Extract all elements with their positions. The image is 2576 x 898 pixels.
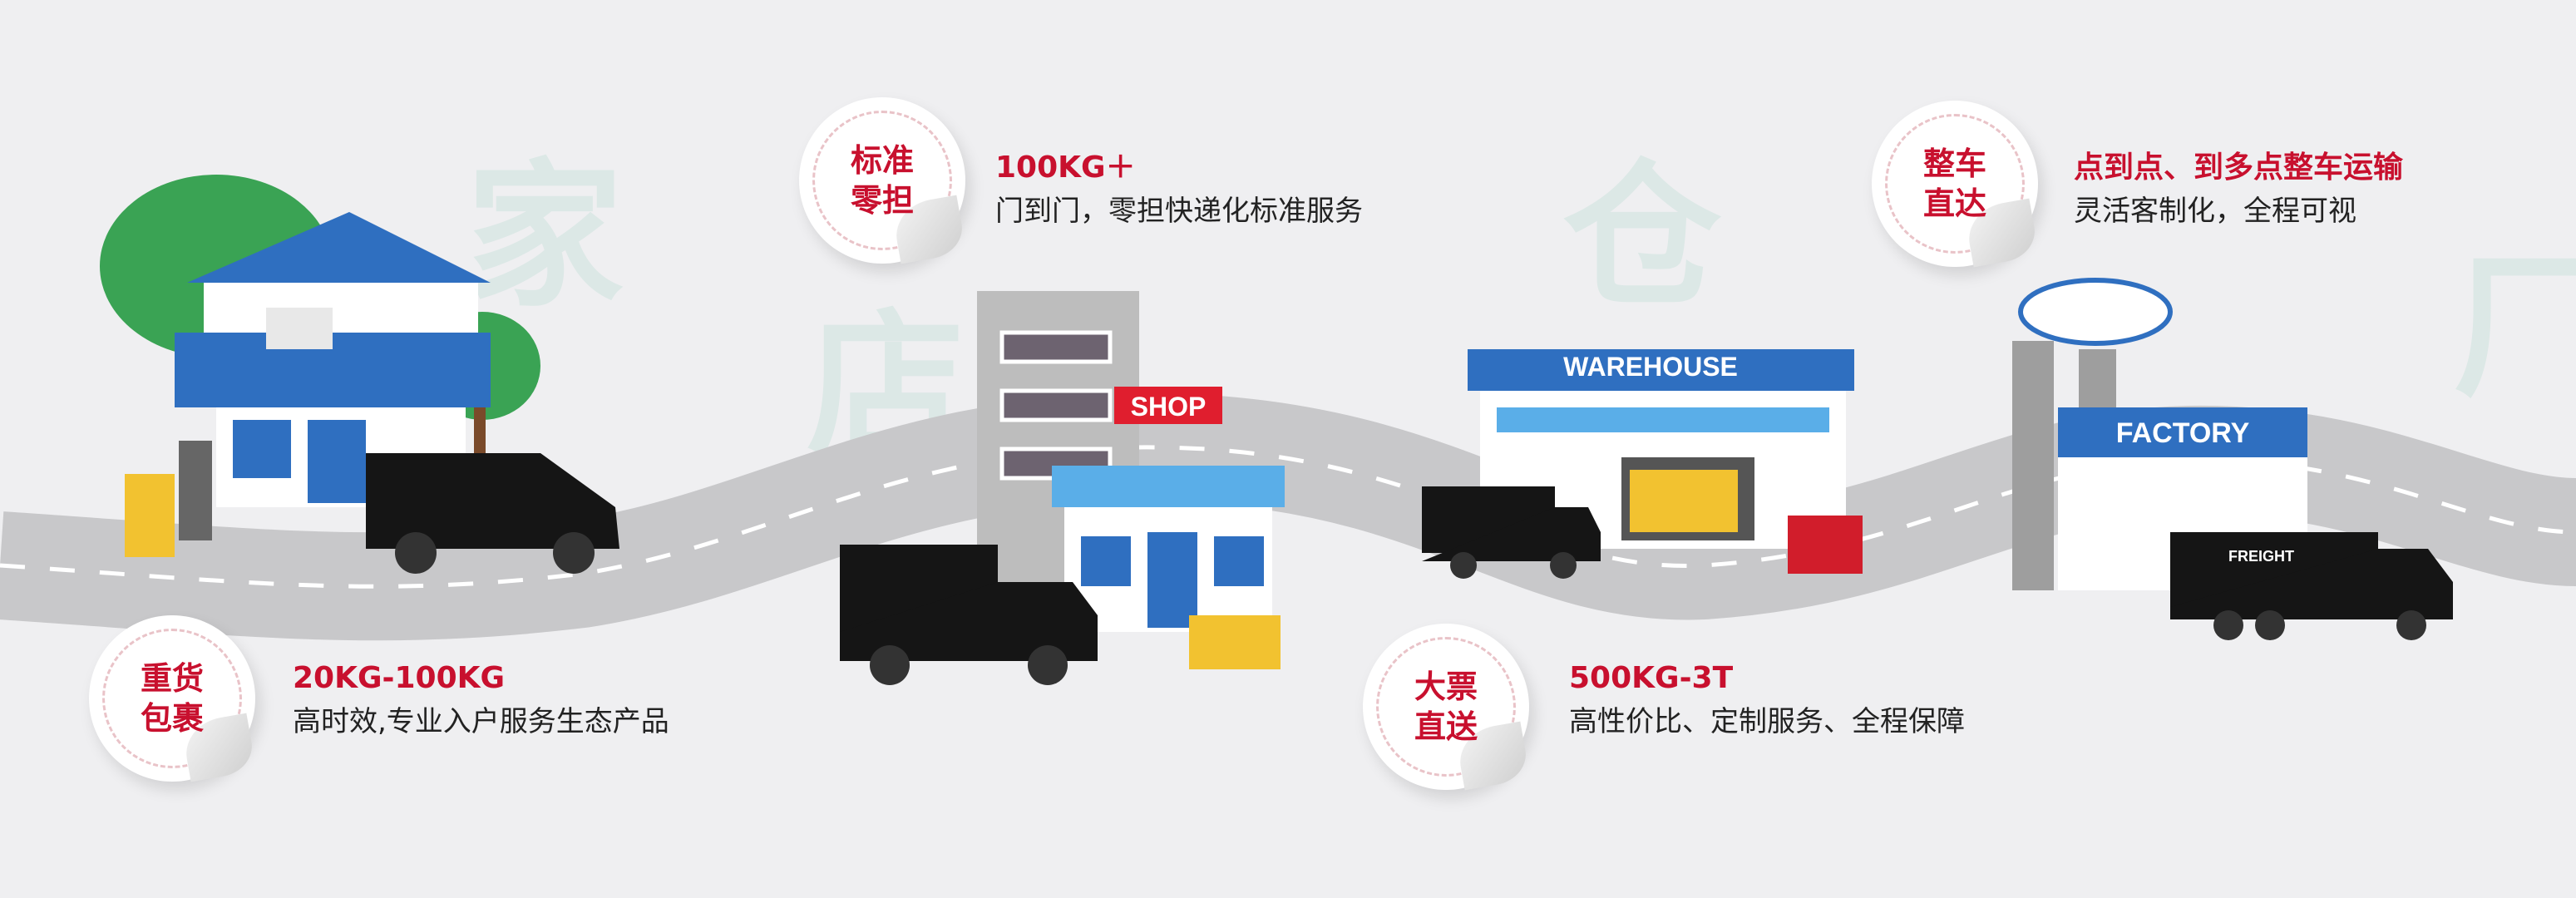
bg-char-factory: 厂 [2453, 236, 2576, 420]
section-heading: 20KG-100KG [293, 661, 506, 695]
warehouse-sign: WAREHOUSE [1563, 352, 1738, 382]
badge-bulk-direct: 大票直送 [1363, 624, 1529, 790]
warehouse-illustration: WAREHOUSE [1468, 349, 1863, 574]
box-truck [840, 545, 1098, 685]
section-description: 高时效,专业入户服务生态产品 [293, 705, 669, 738]
badge-full-truckload: 整车直达 [1872, 101, 2038, 267]
truck-sign: FREIGHT [2228, 548, 2294, 565]
shop-illustration: SHOP [977, 291, 1285, 669]
section-description: 灵活客制化，全程可视 [2074, 195, 2356, 228]
badge-label: 重货包裹 [140, 660, 204, 737]
section-heading: 500KG-3T [1569, 661, 1734, 695]
info-heavy-parcel: 20KG-100KG 高时效,专业入户服务生态产品 [293, 659, 669, 745]
shop-sign: SHOP [1131, 392, 1207, 422]
factory-sign: FACTORY [2116, 417, 2250, 449]
bg-char-warehouse: 仓 [1563, 145, 1722, 328]
badge-label: 大票直送 [1414, 669, 1478, 745]
house-illustration [100, 175, 540, 557]
section-heading: 点到点、到多点整车运输 [2074, 150, 2404, 185]
info-full-truckload: 点到点、到多点整车运输 灵活客制化，全程可视 [2074, 148, 2403, 234]
badge-label: 标准零担 [850, 142, 914, 219]
delivery-van [366, 453, 619, 574]
small-truck [1422, 486, 1601, 579]
section-description: 高性价比、定制服务、全程保障 [1569, 705, 1965, 738]
freight-truck: FREIGHT [2170, 532, 2453, 640]
section-heading: 100KG＋ [995, 150, 1136, 185]
info-bulk-direct: 500KG-3T 高性价比、定制服务、全程保障 [1569, 659, 1965, 745]
badge-label: 整车直达 [1922, 146, 1986, 222]
badge-standard-ltl: 标准零担 [799, 97, 965, 264]
badge-heavy-parcel: 重货包裹 [89, 615, 255, 782]
bg-char-home: 家 [466, 145, 624, 328]
info-standard-ltl: 100KG＋ 门到门，零担快递化标准服务 [995, 148, 1363, 234]
section-description: 门到门，零担快递化标准服务 [995, 195, 1363, 228]
